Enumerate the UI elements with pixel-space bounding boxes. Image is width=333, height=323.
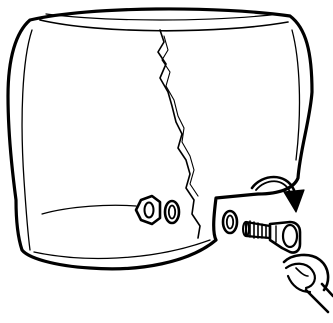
pliers-icon	[284, 255, 333, 312]
outer-washer-icon	[223, 211, 237, 233]
threaded-fitting-icon	[243, 221, 270, 238]
hex-nut-icon	[136, 196, 160, 224]
elbow-spout-icon	[270, 222, 300, 253]
inner-washer-icon	[165, 201, 179, 223]
